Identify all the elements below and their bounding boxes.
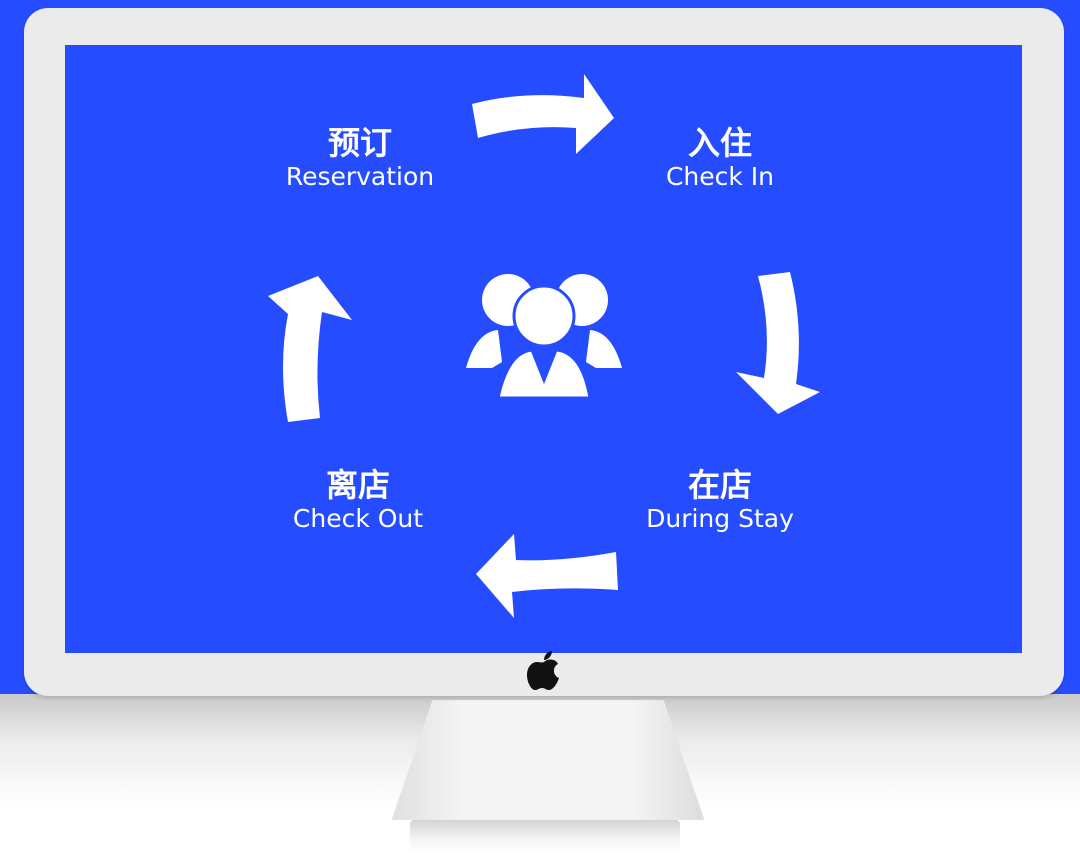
monitor-stand-base <box>410 820 680 854</box>
monitor-stand <box>391 700 705 820</box>
monitor-screen <box>65 45 1022 653</box>
stage-check-in-en: Check In <box>665 162 775 191</box>
apple-logo-icon <box>527 651 559 690</box>
arrow-right-icon <box>472 74 614 154</box>
stage-check-in: 入住 Check In <box>620 124 820 192</box>
stage-reservation-zh: 预订 <box>327 124 392 162</box>
arrow-down-icon <box>736 272 820 414</box>
stage-during-stay: 在店 During Stay <box>620 466 820 534</box>
stage-during-stay-en: During Stay <box>646 504 794 533</box>
arrow-left-icon <box>476 534 618 618</box>
stage-check-out-zh: 离店 <box>325 466 390 504</box>
stage-check-in-zh: 入住 <box>687 124 752 162</box>
stage-reservation: 预订 Reservation <box>260 124 460 192</box>
stage-check-out: 离店 Check Out <box>258 466 458 534</box>
people-group-icon <box>466 274 622 400</box>
arrow-up-icon <box>268 276 352 422</box>
stage-check-out-en: Check Out <box>292 504 424 533</box>
stage-during-stay-zh: 在店 <box>687 466 752 504</box>
stage-reservation-en: Reservation <box>285 162 435 191</box>
